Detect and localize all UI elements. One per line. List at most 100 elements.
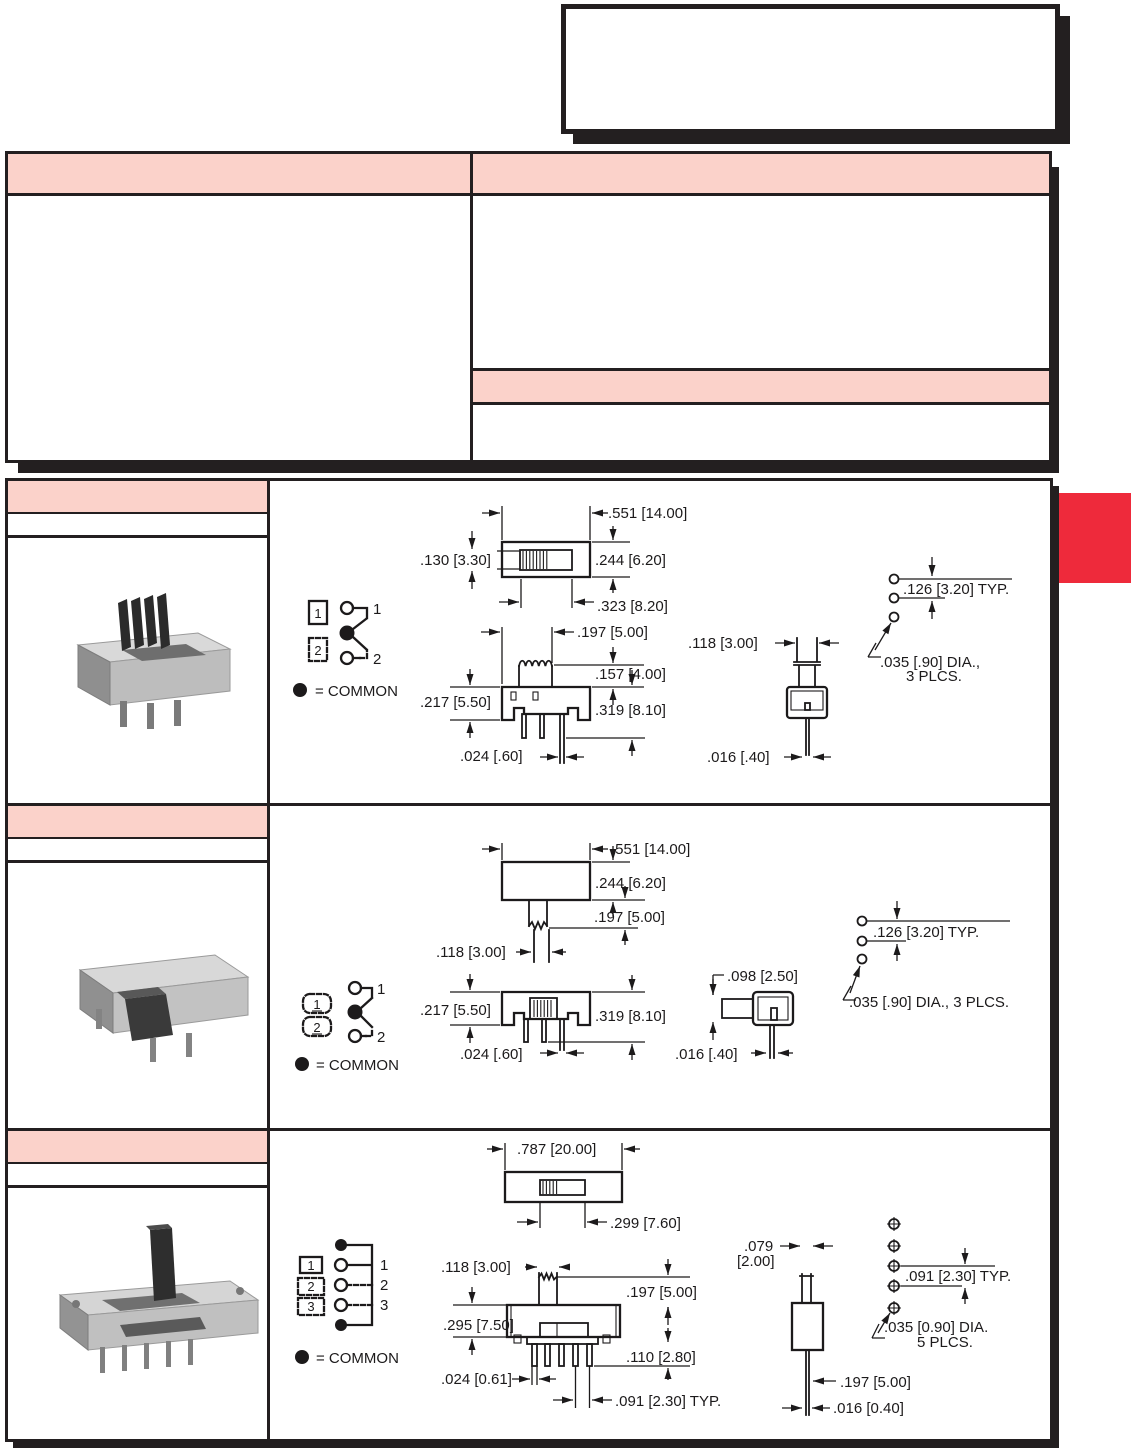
dim-body-height: .217 [5.50] xyxy=(420,694,491,711)
common-bottom-dot xyxy=(335,1319,347,1331)
dim-actuator-width: .118 [3.00] xyxy=(441,1259,511,1276)
dim-pin-length: .110 [2.80] xyxy=(626,1349,696,1366)
dim-pin-pitch: .091 [2.30] TYP. xyxy=(615,1393,721,1410)
dim-body-width: .244 [6.20] xyxy=(595,875,666,892)
section2-photo xyxy=(8,863,267,1128)
section3-drawing-cell: 1 2 3 1 2 3 xyxy=(270,1131,1050,1439)
common-legend-dot xyxy=(295,1057,309,1071)
section3-top-view: .787 [20.00] .299 [7.60] xyxy=(487,1141,681,1232)
section2-header xyxy=(8,806,267,840)
switch-photo-2 xyxy=(78,954,250,1062)
pole2-label: 2 xyxy=(313,1020,320,1035)
dim-pad-pitch: .091 [2.30] TYP. xyxy=(905,1268,1011,1285)
pole2-label: 2 xyxy=(314,643,321,658)
title-box xyxy=(561,4,1060,134)
pole1-label: 1 xyxy=(313,997,320,1012)
switch-photo-3 xyxy=(58,1224,260,1373)
section-row-2: 1 2 1 2 = xyxy=(8,806,1050,1131)
section3-photo xyxy=(8,1188,267,1439)
dim-body-width: .244 [6.20] xyxy=(595,552,666,569)
dim-pad-dia: .035 [.90] DIA., 3 PLCS. xyxy=(849,994,1009,1011)
throw1-label: 1 xyxy=(373,601,381,618)
section1-drawing-cell: 1 2 1 2 = COMMON xyxy=(270,481,1050,803)
plated-hole-icons xyxy=(887,1217,901,1315)
section1-header xyxy=(8,481,267,515)
dim-side-width-line1: .079 xyxy=(744,1238,773,1255)
dim-pin-width: .024 [.60] xyxy=(460,748,523,765)
dim-length: .787 [20.00] xyxy=(517,1141,596,1158)
pole3-label: 3 xyxy=(307,1299,314,1314)
dim-total-height: .319 [8.10] xyxy=(595,702,666,719)
dim-pin-thickness: .016 [.40] xyxy=(675,1046,738,1063)
section2-drawing: 1 2 1 2 = xyxy=(295,841,1010,1074)
right-angle-slide-switch-photo xyxy=(78,954,250,1062)
section1-top-view: .551 [14.00] .130 [3.30] .244 [6.20] .32… xyxy=(420,505,687,615)
section2-schematic: 1 2 1 2 = xyxy=(295,980,399,1074)
dim-side-offset: .098 [2.50] xyxy=(727,968,798,985)
section2-pcb-pattern: .126 [3.20] TYP. .035 [.90] DIA., 3 PLCS… xyxy=(842,901,1010,1011)
ribbed-actuator xyxy=(118,593,170,651)
dim-total-height: .319 [8.10] xyxy=(595,1008,666,1025)
section3-side-view: .079 [2.00] .197 [5.00] .016 [0.40] xyxy=(737,1238,911,1417)
section3-schematic: 1 2 3 1 2 3 xyxy=(295,1239,399,1367)
spec-table xyxy=(5,151,1052,463)
throw3-label: 3 xyxy=(380,1297,388,1314)
page-edge-tab xyxy=(1059,493,1131,583)
dim-length: .551 [14.00] xyxy=(611,841,690,858)
dim-side-pin-length: .197 [5.00] xyxy=(840,1374,911,1391)
common-note: = COMMON xyxy=(316,1057,399,1074)
throw2-label: 2 xyxy=(373,651,381,668)
section3-left-cell xyxy=(8,1131,270,1439)
section3-subrow xyxy=(8,1164,267,1188)
drawings-table: 1 2 1 2 = COMMON xyxy=(5,478,1053,1442)
pole2-label: 2 xyxy=(307,1279,314,1294)
throw2-label: 2 xyxy=(380,1277,388,1294)
section1-left-cell xyxy=(8,481,270,803)
dim-pad-dia-line1: .035 [.90] DIA., xyxy=(880,654,980,671)
dim-side-width: .118 [3.00] xyxy=(688,635,758,652)
dim-pin-thickness: .016 [0.40] xyxy=(833,1400,904,1417)
dim-knob-height: .130 [3.30] xyxy=(420,552,491,569)
dim-pad-dia-line1: .035 [0.90] DIA. xyxy=(884,1319,988,1336)
section3-front-view: .118 [3.00] .197 [5.00] .295 [7.50] .110… xyxy=(441,1259,721,1410)
spec-table-divider xyxy=(470,154,473,460)
common-legend-dot xyxy=(295,1350,309,1364)
spec-table-right-band xyxy=(473,368,1049,405)
section2-front-view: .217 [5.50] .319 [8.10] .024 [.60] xyxy=(420,974,666,1063)
dim-actuator-height: .197 [5.00] xyxy=(626,1284,697,1301)
dim-pin-width: .024 [0.61] xyxy=(441,1371,512,1388)
dim-actuator-height: .157 [4.00] xyxy=(595,666,666,683)
section1-schematic: 1 2 1 2 = COMMON xyxy=(293,599,398,700)
pole1-label: 1 xyxy=(307,1258,314,1273)
section1-front-view: .197 [5.00] .157 [4.00] .217 [5.50] .319… xyxy=(420,624,666,765)
section3-pcb-pattern: .091 [2.30] TYP. .035 [0.90] DIA. 5 PLCS… xyxy=(871,1217,1011,1351)
section1-pcb-pattern: .126 [3.20] TYP. .035 [.90] DIA., 3 PLCS… xyxy=(867,557,1012,685)
dim-pin-thickness: .016 [.40] xyxy=(707,749,770,766)
section1-subrow xyxy=(8,514,267,538)
throw1-label: 1 xyxy=(380,1257,388,1274)
section-row-1: 1 2 1 2 = COMMON xyxy=(8,481,1050,806)
section3-drawing: 1 2 3 1 2 3 xyxy=(295,1141,1011,1417)
section2-subrow xyxy=(8,839,267,863)
vertical-slide-switch-photo xyxy=(76,593,232,729)
spec-table-header-row xyxy=(8,154,1049,196)
dim-actuator-length: .197 [5.00] xyxy=(594,909,665,926)
section-row-3: 1 2 3 1 2 3 xyxy=(8,1131,1050,1439)
section2-side-view: .098 [2.50] .016 [.40] xyxy=(675,968,798,1063)
dim-pin-width: .024 [.60] xyxy=(460,1046,523,1063)
throw2-label: 2 xyxy=(377,1029,385,1046)
common-note: = COMMON xyxy=(315,683,398,700)
common-contact-dot xyxy=(339,625,355,641)
common-legend-dot xyxy=(293,683,307,697)
switch-photo-1 xyxy=(76,593,232,729)
dim-travel: .299 [7.60] xyxy=(610,1215,681,1232)
dim-body-height: .217 [5.50] xyxy=(420,1002,491,1019)
dim-body-height: .295 [7.50] xyxy=(443,1317,514,1334)
three-position-slide-switch-photo xyxy=(58,1224,260,1373)
dim-length: .551 [14.00] xyxy=(608,505,687,522)
dim-pad-dia-line2: 3 PLCS. xyxy=(906,668,962,685)
throw1-label: 1 xyxy=(377,981,385,998)
dim-side-width-line2: [2.00] xyxy=(737,1253,775,1270)
section1-drawing: 1 2 1 2 = COMMON xyxy=(293,505,1012,766)
section1-side-view: .118 [3.00] .016 [.40] xyxy=(688,635,839,766)
